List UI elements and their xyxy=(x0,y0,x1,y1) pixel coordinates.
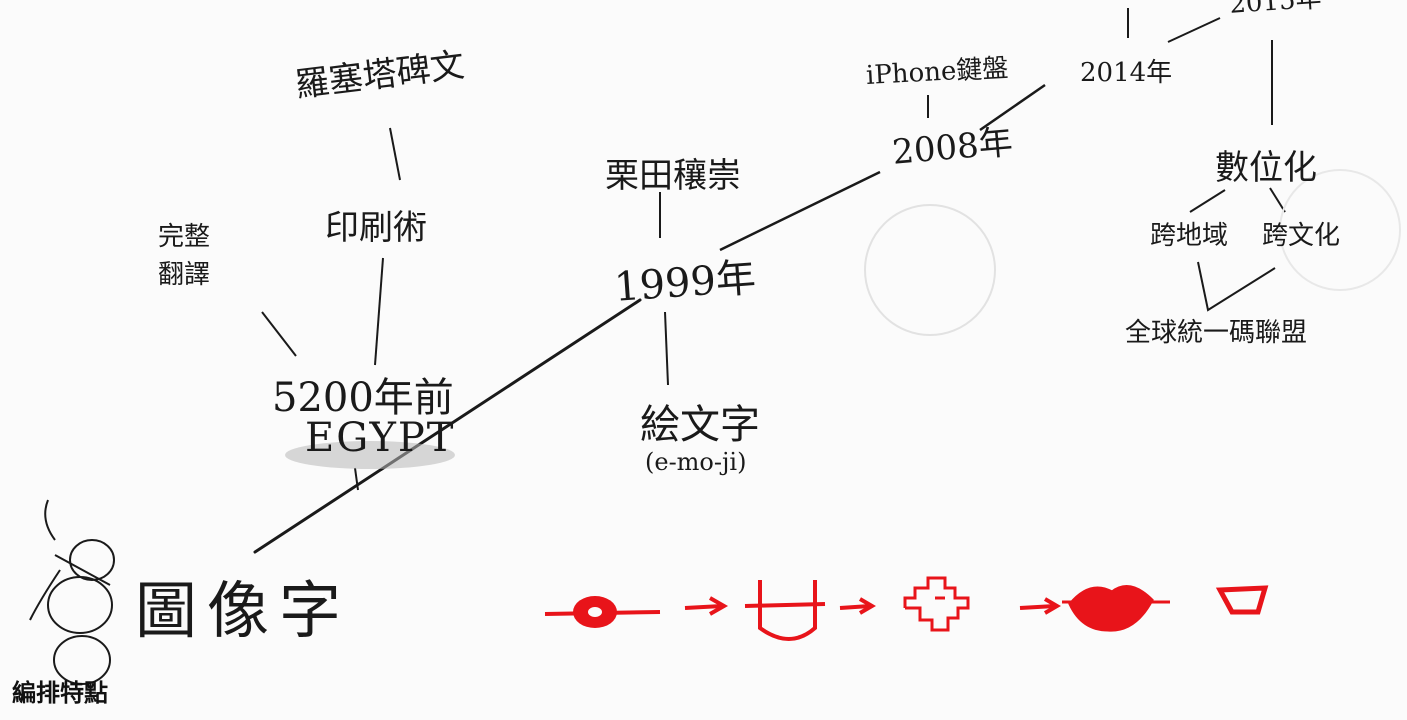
printing-label: 印刷術 xyxy=(325,208,427,248)
pencil-smudge xyxy=(285,441,455,469)
connector-rosetta xyxy=(389,127,401,181)
connector-unicode xyxy=(1197,261,1276,312)
timeline-axis-3 xyxy=(979,83,1046,132)
connector-emoji xyxy=(664,311,669,386)
arrow-right-icon xyxy=(839,597,876,615)
iphone-label: iPhone鍵盤 xyxy=(865,53,1010,91)
year-5200-label: 5200年前 xyxy=(272,375,454,421)
year-1999-label: 1999年 xyxy=(612,255,758,311)
connector-printing xyxy=(374,257,384,366)
caption-label: 編排特點 xyxy=(12,679,108,707)
mouth-glyph-icon xyxy=(1215,585,1269,615)
connector-translation xyxy=(261,311,297,357)
digital-label: 數位化 xyxy=(1215,148,1317,188)
timeline-axis-4 xyxy=(1167,17,1221,43)
timeline-axis xyxy=(253,298,642,554)
emoji-romaji-label: (e-mo-ji) xyxy=(645,448,747,476)
hieroglyph-title: 圖像字 xyxy=(135,574,352,647)
faint-circle xyxy=(864,204,996,336)
timeline-axis-2 xyxy=(719,170,881,252)
eye-glyph-icon xyxy=(544,596,661,628)
arrow-right-icon xyxy=(684,596,729,616)
cross-region-label: 跨地域 xyxy=(1150,221,1229,251)
connector-digital-region xyxy=(1189,189,1226,213)
emoji-label: 絵文字 xyxy=(640,402,760,448)
kurita-label: 栗田穰崇 xyxy=(605,156,741,196)
cross-culture-label: 跨文化 xyxy=(1262,221,1341,251)
translation-label: 完整 翻譯 xyxy=(158,222,211,290)
faint-circle-2 xyxy=(1279,169,1401,291)
unicode-label: 全球統一碼聯盟 xyxy=(1125,318,1308,348)
pixel-eye-icon xyxy=(903,576,970,632)
year-2014-label: 2014年 xyxy=(1080,58,1173,88)
arrow-right-icon xyxy=(1019,597,1061,615)
connector-egypt-tick xyxy=(354,467,359,491)
red-lips-icon xyxy=(1062,585,1170,632)
year-2008-label: 2008年 xyxy=(890,122,1015,173)
connector-digital-culture xyxy=(1269,187,1286,213)
egypt-label: EGYPT xyxy=(305,415,456,461)
eye-outline-icon xyxy=(744,580,826,641)
person-sketch xyxy=(29,499,115,685)
